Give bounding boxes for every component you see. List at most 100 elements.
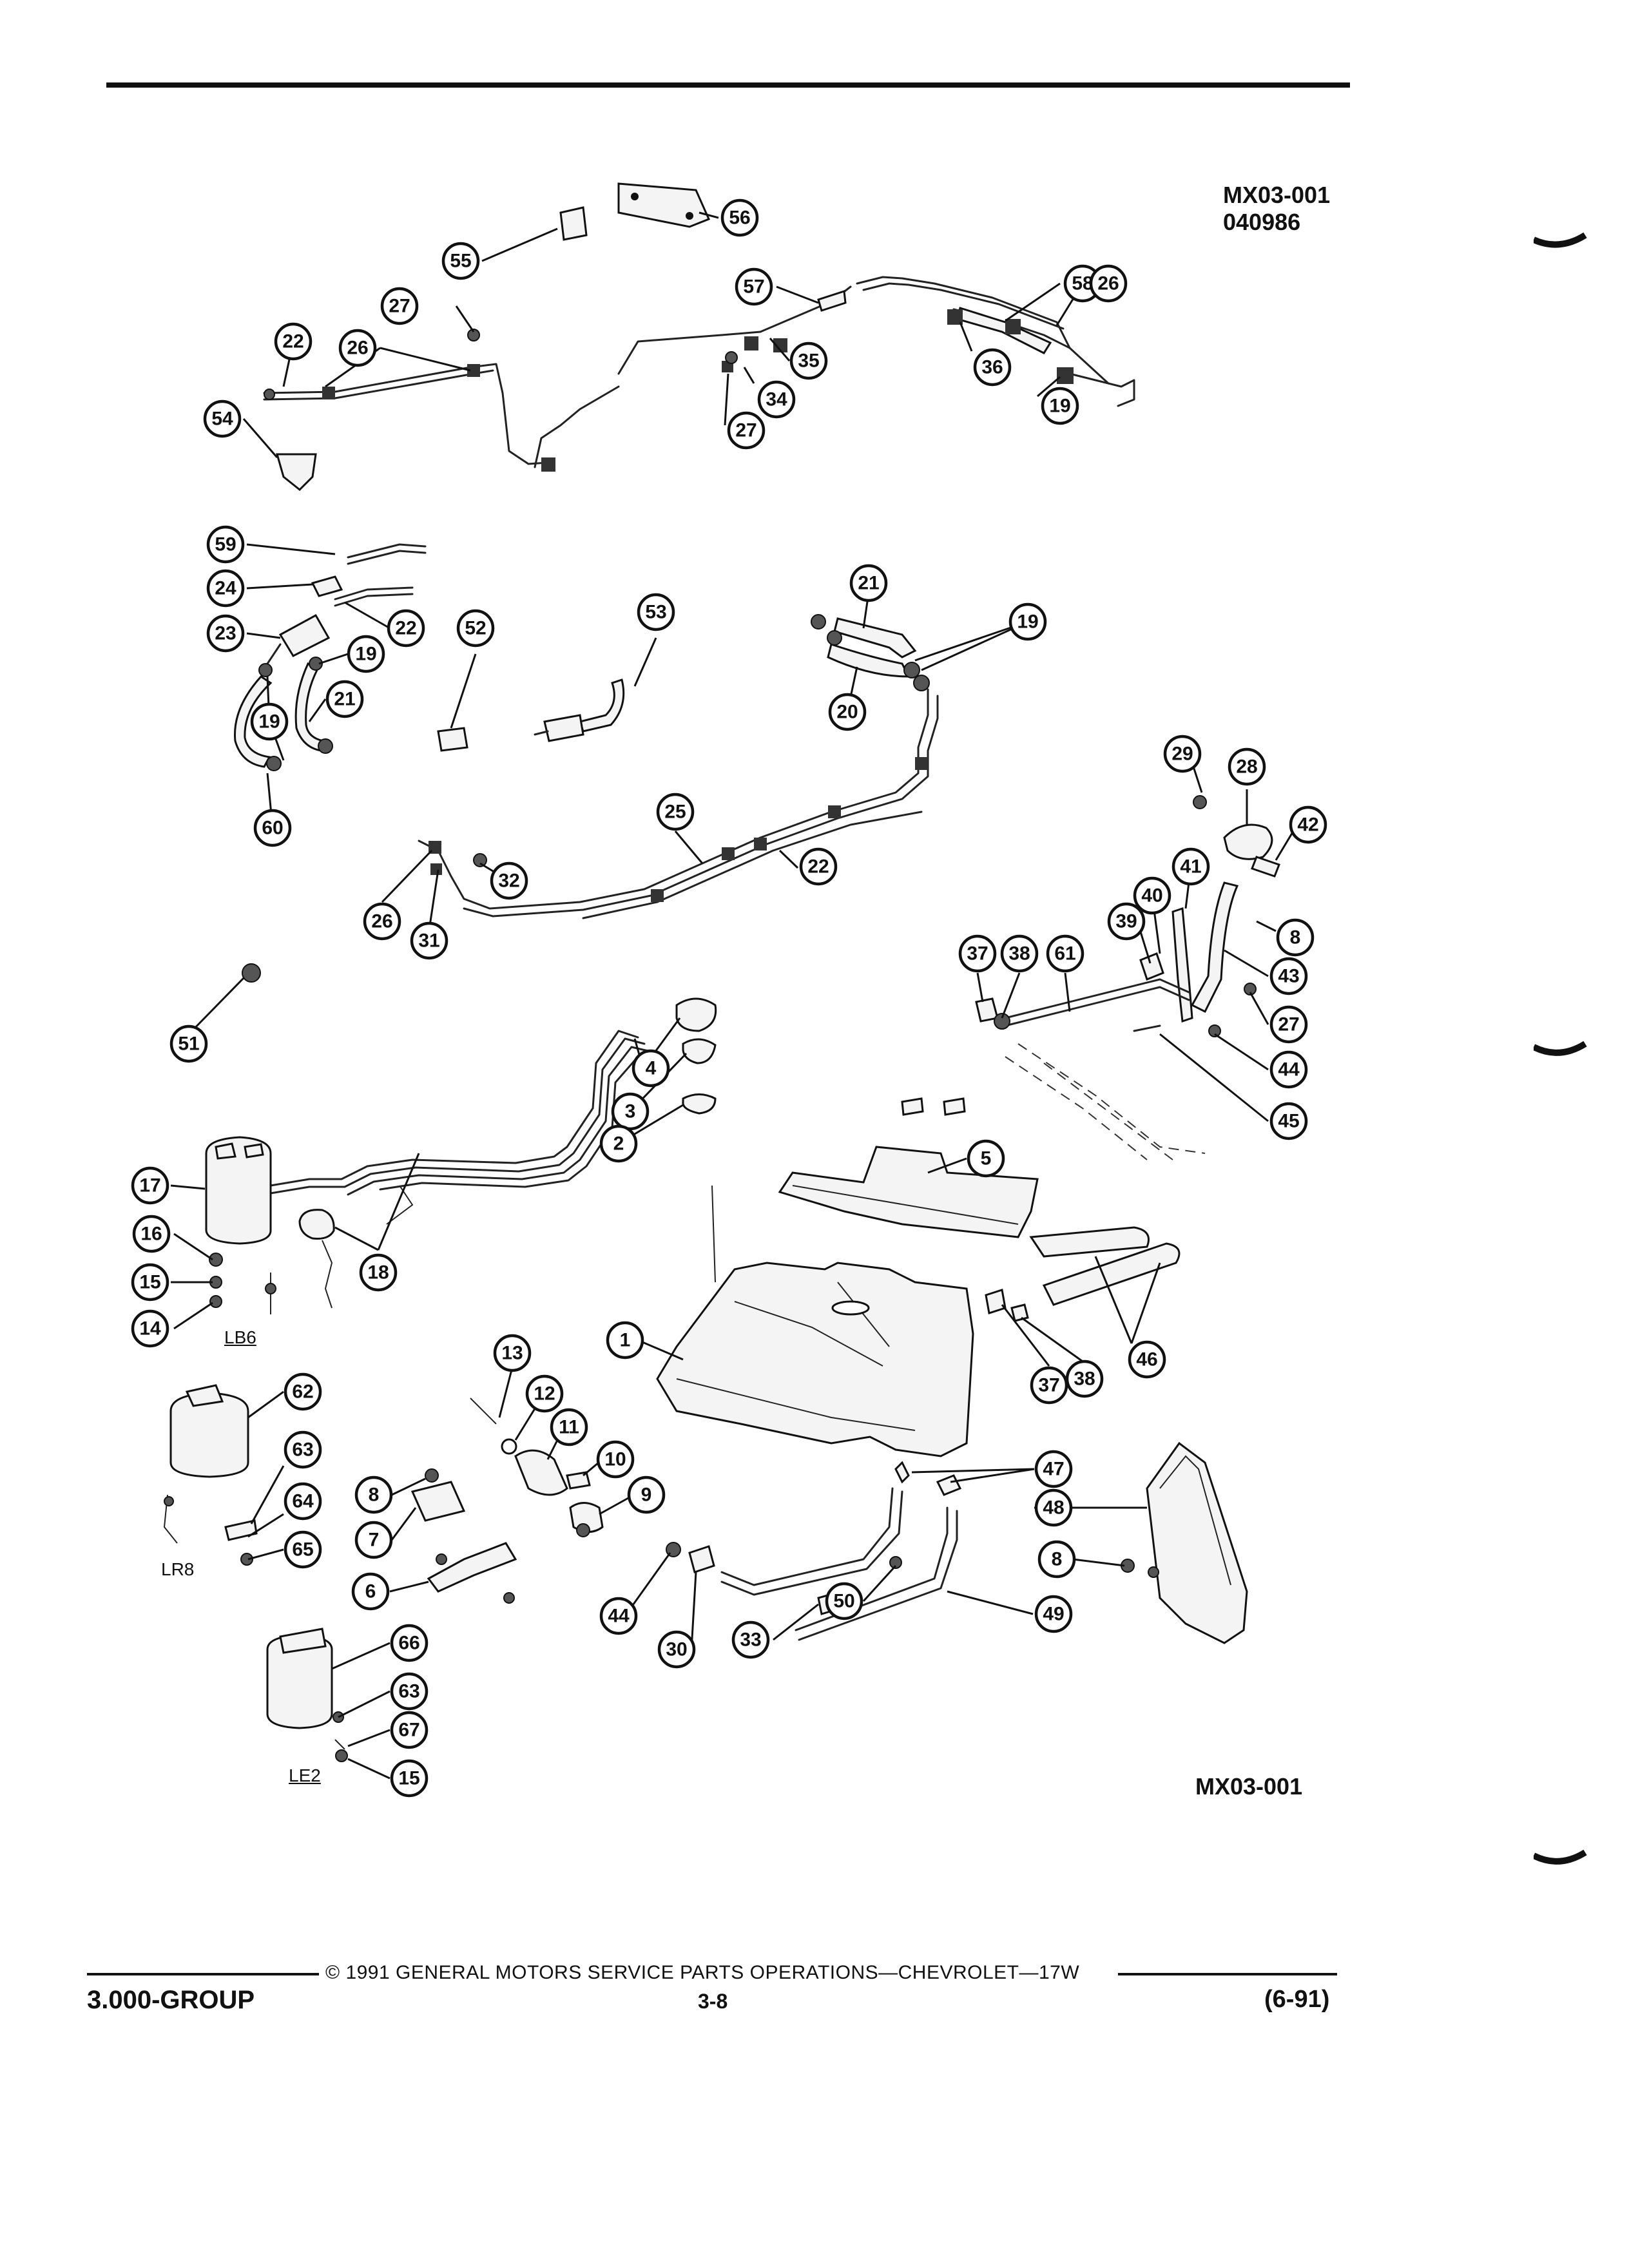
footer-page-number: 3-8 xyxy=(698,1990,728,2013)
callout-47: 47 xyxy=(1034,1450,1073,1488)
scan-marks xyxy=(1534,232,1587,1865)
callout-49: 49 xyxy=(1034,1595,1073,1633)
callout-circle xyxy=(354,1475,393,1514)
callout-27: 27 xyxy=(727,411,766,450)
footer-group: 3.000-GROUP xyxy=(87,1986,255,2014)
callout-circle xyxy=(656,793,695,831)
callout-number: 37 xyxy=(967,943,988,965)
callout-circle xyxy=(1089,264,1128,303)
callout-number: 21 xyxy=(334,689,355,710)
callout-circle xyxy=(206,569,245,608)
callout-circle xyxy=(828,693,867,731)
callout-27: 27 xyxy=(380,287,419,325)
sender-and-lines xyxy=(205,963,717,1314)
callout-38: 38 xyxy=(1065,1360,1104,1398)
callout-number: 27 xyxy=(389,296,410,317)
callout-circle xyxy=(441,242,480,280)
callout-45: 45 xyxy=(1269,1102,1308,1140)
callout-55: 55 xyxy=(441,242,480,280)
callout-number: 55 xyxy=(450,251,471,272)
callout-number: 17 xyxy=(139,1175,160,1196)
variant-label-le2: LE2 xyxy=(289,1765,321,1785)
callout-circle xyxy=(1228,747,1266,786)
callout-11: 11 xyxy=(550,1408,588,1446)
callout-circle xyxy=(1133,876,1171,915)
callout-20: 20 xyxy=(828,693,867,731)
callout-circle xyxy=(1269,957,1308,995)
callout-15: 15 xyxy=(131,1263,169,1302)
callout-15: 15 xyxy=(390,1759,429,1798)
callout-circle xyxy=(967,1139,1005,1178)
callout-circle xyxy=(735,267,773,306)
callout-12: 12 xyxy=(525,1374,564,1413)
callout-number: 23 xyxy=(215,623,236,644)
callout-number: 19 xyxy=(258,711,280,733)
callout-circle xyxy=(284,1530,322,1569)
callout-number: 61 xyxy=(1054,943,1075,965)
callout-circle xyxy=(490,861,528,900)
callout-circle xyxy=(354,1521,393,1559)
callout-67: 67 xyxy=(390,1711,429,1749)
callout-number: 26 xyxy=(347,338,368,359)
callout-number: 65 xyxy=(292,1539,313,1561)
diagram-code-top: MX03-001 040986 xyxy=(1223,182,1330,236)
callout-number: 19 xyxy=(1049,396,1070,417)
callout-66: 66 xyxy=(390,1624,429,1662)
callout-number: 12 xyxy=(534,1383,555,1405)
callout-56: 56 xyxy=(720,198,759,237)
callout-40: 40 xyxy=(1133,876,1171,915)
callout-8: 8 xyxy=(1276,918,1315,957)
callout-54: 54 xyxy=(203,399,242,438)
callout-number: 27 xyxy=(1278,1014,1299,1035)
callout-circle xyxy=(1030,1366,1068,1405)
callout-13: 13 xyxy=(493,1334,532,1372)
callout-number: 35 xyxy=(798,351,819,372)
callout-7: 7 xyxy=(354,1521,393,1559)
callout-30: 30 xyxy=(657,1630,696,1669)
callout-19: 19 xyxy=(1041,387,1079,425)
callout-circle xyxy=(351,1572,390,1611)
callout-2: 2 xyxy=(599,1124,638,1163)
callout-28: 28 xyxy=(1228,747,1266,786)
callout-number: 54 xyxy=(211,408,233,430)
callout-circle xyxy=(525,1374,564,1413)
callout-circle xyxy=(1034,1450,1073,1488)
callout-number: 20 xyxy=(836,702,858,723)
callout-circle xyxy=(720,198,759,237)
callout-circle xyxy=(390,1711,429,1749)
callout-number: 9 xyxy=(641,1485,652,1506)
callout-18: 18 xyxy=(359,1253,398,1292)
callout-circle xyxy=(338,329,377,367)
callout-circle xyxy=(1065,1360,1104,1398)
callout-circle xyxy=(347,635,385,673)
callout-circle xyxy=(274,322,313,361)
callout-5: 5 xyxy=(967,1139,1005,1178)
callout-circle xyxy=(1163,735,1202,773)
callout-number: 6 xyxy=(365,1581,376,1602)
callout-number: 46 xyxy=(1136,1349,1157,1370)
callout-circle xyxy=(1041,387,1079,425)
callout-number: 22 xyxy=(282,331,304,352)
callout-37: 37 xyxy=(1030,1366,1068,1405)
diagram-number: 040986 xyxy=(1223,209,1301,235)
callout-43: 43 xyxy=(1269,957,1308,995)
connector-52-hose-53 xyxy=(437,678,625,752)
callout-42: 42 xyxy=(1289,805,1327,844)
diagram-code: MX03-001 xyxy=(1223,182,1331,208)
callout-35: 35 xyxy=(789,341,828,380)
callout-number: 18 xyxy=(367,1262,389,1283)
callout-circle xyxy=(1269,1005,1308,1044)
callout-number: 59 xyxy=(215,534,236,555)
callout-10: 10 xyxy=(596,1440,635,1479)
callout-number: 1 xyxy=(620,1330,631,1351)
callout-number: 31 xyxy=(418,930,439,952)
callout-34: 34 xyxy=(757,380,796,419)
callout-27: 27 xyxy=(1269,1005,1308,1044)
callout-31: 31 xyxy=(410,921,448,960)
callout-number: 7 xyxy=(369,1530,380,1551)
callout-circle xyxy=(253,809,292,847)
callout-number: 11 xyxy=(559,1417,579,1438)
callout-circle xyxy=(1276,918,1315,957)
callout-number: 66 xyxy=(398,1633,419,1654)
callout-number: 44 xyxy=(1278,1059,1300,1081)
